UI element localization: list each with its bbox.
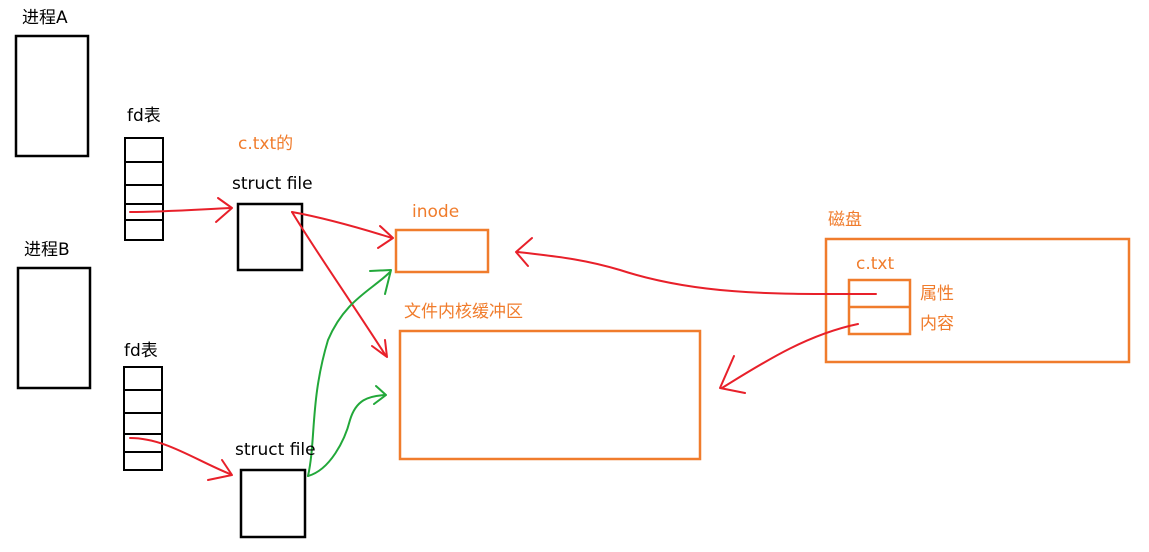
fd-table-b-label: fd表 <box>124 341 158 361</box>
fd-table-a-label: fd表 <box>127 106 161 126</box>
fd-table-a <box>124 137 164 241</box>
disk-label: 磁盘 <box>828 210 862 230</box>
arrow-attributes-to-inode <box>517 251 877 296</box>
content-label: 内容 <box>920 314 954 334</box>
red-arrows <box>129 197 877 481</box>
struct-file-b-label: struct file <box>235 440 316 460</box>
ctxt-of-label: c.txt的 <box>238 134 294 154</box>
arrow-struct-file-b-to-buffer <box>307 394 386 477</box>
arrow-struct-file-a-to-buffer <box>291 211 387 357</box>
fd-table-b <box>123 366 163 471</box>
arrow-fd-a-to-struct-file-a <box>129 207 231 213</box>
kernel-buffer-box <box>398 329 702 461</box>
process-b-box <box>16 266 92 390</box>
struct-file-b-box <box>239 468 307 539</box>
inode-box <box>394 228 490 274</box>
process-b-label: 进程B <box>24 240 70 260</box>
disk-box <box>824 237 1131 364</box>
attributes-label: 属性 <box>920 284 954 304</box>
disk-file-label: c.txt <box>856 254 895 274</box>
process-a-box <box>14 34 90 158</box>
inode-label: inode <box>412 202 460 222</box>
kernel-buffer-label: 文件内核缓冲区 <box>404 302 523 322</box>
arrow-fd-b-to-struct-file-b <box>129 437 231 475</box>
green-arrows <box>307 269 392 477</box>
arrow-content-to-buffer <box>721 323 859 389</box>
struct-file-a-box <box>236 202 304 272</box>
arrow-struct-file-a-to-inode <box>291 211 393 239</box>
arrow-struct-file-b-to-inode <box>307 271 391 477</box>
struct-file-a-label: struct file <box>232 174 313 194</box>
process-a-label: 进程A <box>22 8 68 28</box>
